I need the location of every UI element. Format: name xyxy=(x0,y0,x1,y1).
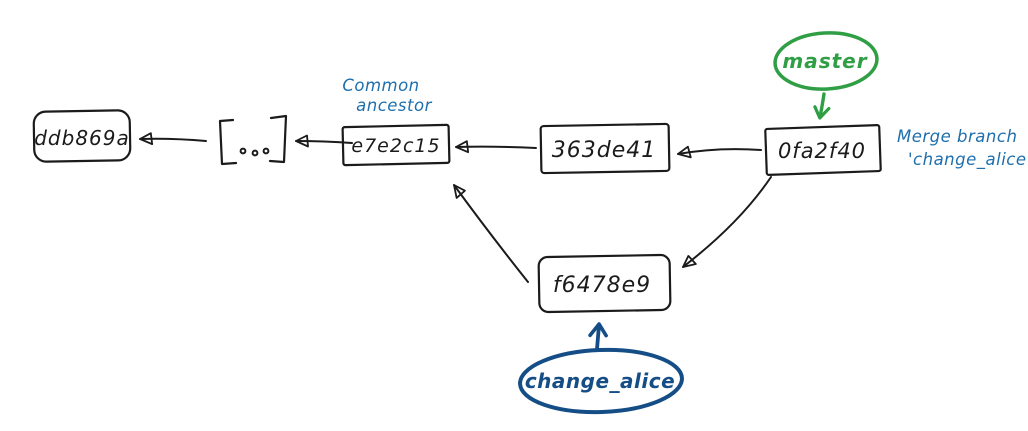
edge-0fa2f40-to-363de41 xyxy=(677,145,762,159)
commit-box xyxy=(537,253,672,314)
master-branch-name: master xyxy=(782,49,867,73)
edge-f6478e9-to-e7e2c15 xyxy=(453,184,529,283)
commit-node-0fa2f40: 0fa2f40 xyxy=(764,123,882,177)
commit-node-ddb869a: ddb869a xyxy=(32,109,132,163)
commit-node-363de41: 363de41 xyxy=(539,122,671,175)
commit-hash-label: 0fa2f40 xyxy=(778,139,866,163)
edge-ellipsis-to-ddb869a xyxy=(139,132,207,146)
ellipsis-dot xyxy=(262,147,270,155)
master-ellipse xyxy=(773,31,879,91)
merge-branch-annotation: Merge branch 'change_alice' xyxy=(897,127,1028,170)
common-ancestor-annotation: Common ancestor xyxy=(342,76,432,115)
ellipsis-dot xyxy=(239,147,247,155)
merge-note-line2: 'change_alice' xyxy=(908,150,1028,170)
commit-hash-label: ddb869a xyxy=(34,126,130,150)
commit-box xyxy=(32,109,132,163)
commit-hash-label: e7e2c15 xyxy=(351,135,440,157)
edge-0fa2f40-to-f6478e9 xyxy=(682,176,772,268)
change-alice-ellipse xyxy=(518,347,684,415)
edge-363de41-to-e7e2c15 xyxy=(455,140,537,154)
branch-label-master: master xyxy=(773,31,879,120)
commit-box xyxy=(539,122,671,175)
branch-label-change-alice: change_alice xyxy=(518,322,684,415)
right-bracket-glyph xyxy=(268,114,288,164)
edge-e7e2c15-to-ellipsis xyxy=(295,134,353,148)
commit-node-e7e2c15: e7e2c15 xyxy=(341,123,451,167)
common-ancestor-line1: Common xyxy=(342,76,419,95)
edge-change-alice-to-f6478e9 xyxy=(588,322,608,351)
commit-hash-label: 363de41 xyxy=(552,138,657,163)
left-bracket-glyph xyxy=(218,118,238,166)
commit-node-older-history xyxy=(218,114,288,166)
commit-box xyxy=(764,123,882,177)
commit-box xyxy=(341,123,451,167)
commit-hash-label: f6478e9 xyxy=(553,273,651,298)
change-alice-branch-name: change_alice xyxy=(525,369,675,393)
edge-master-to-0fa2f40 xyxy=(813,92,831,120)
ellipsis-dot xyxy=(251,149,259,157)
commit-node-f6478e9: f6478e9 xyxy=(537,253,672,314)
common-ancestor-line2: ancestor xyxy=(356,96,432,115)
merge-note-line1: Merge branch xyxy=(897,127,1017,146)
